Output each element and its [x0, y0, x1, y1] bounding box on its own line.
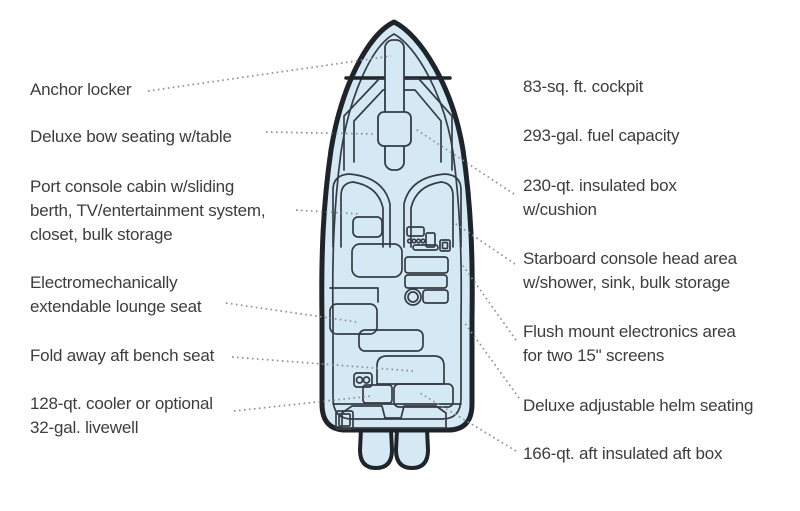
stern-locker-lid [338, 413, 351, 427]
ladder-bracket-ring [355, 376, 364, 384]
dash-switches [406, 238, 426, 244]
leader-aft-box [419, 392, 517, 452]
leader-port-console [295, 209, 360, 215]
label-cooler-livewell: 128-qt. cooler or optional 32-gal. livew… [30, 394, 213, 437]
leader-lounge-seat [225, 302, 358, 323]
leader-aft-bench [231, 356, 414, 372]
extendable-lounge-seat [329, 303, 378, 335]
label-bow-seating: Deluxe bow seating w/table [30, 127, 232, 146]
aft-deck-step [358, 329, 424, 352]
helm-seat-top [404, 256, 449, 274]
leader-helm-seating [463, 321, 520, 399]
label-aft-bench-seat: Fold away aft bench seat [30, 346, 215, 365]
switch-dot [415, 238, 422, 244]
cabin-access-hatch [351, 243, 403, 278]
leader-anchor-locker [147, 55, 392, 92]
dash-electronics-screen [441, 241, 449, 250]
leader-cooler [233, 395, 373, 412]
dash-compass-box [425, 232, 436, 248]
label-anchor-locker: Anchor locker [30, 80, 132, 99]
starboard-console-inner-line [410, 181, 454, 248]
helm-pedestal-inner [407, 291, 419, 303]
helm-pedestal-outer [404, 288, 422, 306]
starboard-engine [393, 427, 431, 471]
label-lounge-seat: Electromechanically extendable lounge se… [30, 273, 202, 316]
label-electronics-area: Flush mount electronics area for two 15"… [523, 322, 736, 365]
port-engine [357, 427, 395, 471]
starboard-console-outer-line [403, 173, 462, 248]
label-head-area: Starboard console head area w/shower, si… [523, 249, 737, 292]
leader-lines [147, 55, 520, 452]
label-cockpit: 83-sq. ft. cockpit [523, 77, 644, 96]
switch-dot [406, 238, 413, 244]
bench-platform-line [329, 287, 379, 303]
port-console-outer-line [332, 173, 391, 248]
switch-dot [420, 238, 426, 244]
port-console-inner-line [340, 181, 384, 248]
anchor-locker-channel [384, 39, 405, 171]
hull-outline [319, 19, 475, 433]
helm-step [422, 289, 449, 304]
stern-locker [335, 410, 354, 430]
label-port-console-cabin: Port console cabin w/sliding berth, TV/e… [30, 177, 266, 244]
cooler-livewell-box [362, 384, 393, 404]
bow-table [377, 111, 412, 147]
inner-gunwale-line [331, 33, 463, 420]
label-aft-box: 166-qt. aft insulated aft box [523, 444, 723, 463]
dash-electronics-vent [406, 226, 425, 237]
ladder-bracket-ring [362, 376, 371, 384]
leader-electronics [460, 262, 517, 341]
dash-grab-rail [412, 244, 439, 251]
dash-electronics-box [439, 239, 451, 252]
aft-insulated-box [393, 383, 454, 408]
helm-seat-bottom [404, 274, 448, 289]
switch-dot [411, 238, 417, 244]
label-helm-seating: Deluxe adjustable helm seating [523, 396, 754, 415]
port-console-seat [352, 216, 383, 238]
label-insulated-box: 230-qt. insulated box w/cushion [523, 176, 677, 219]
label-fuel-capacity: 293-gal. fuel capacity [523, 126, 680, 145]
fold-away-bench-seat [376, 355, 445, 385]
swim-platform [341, 405, 447, 429]
